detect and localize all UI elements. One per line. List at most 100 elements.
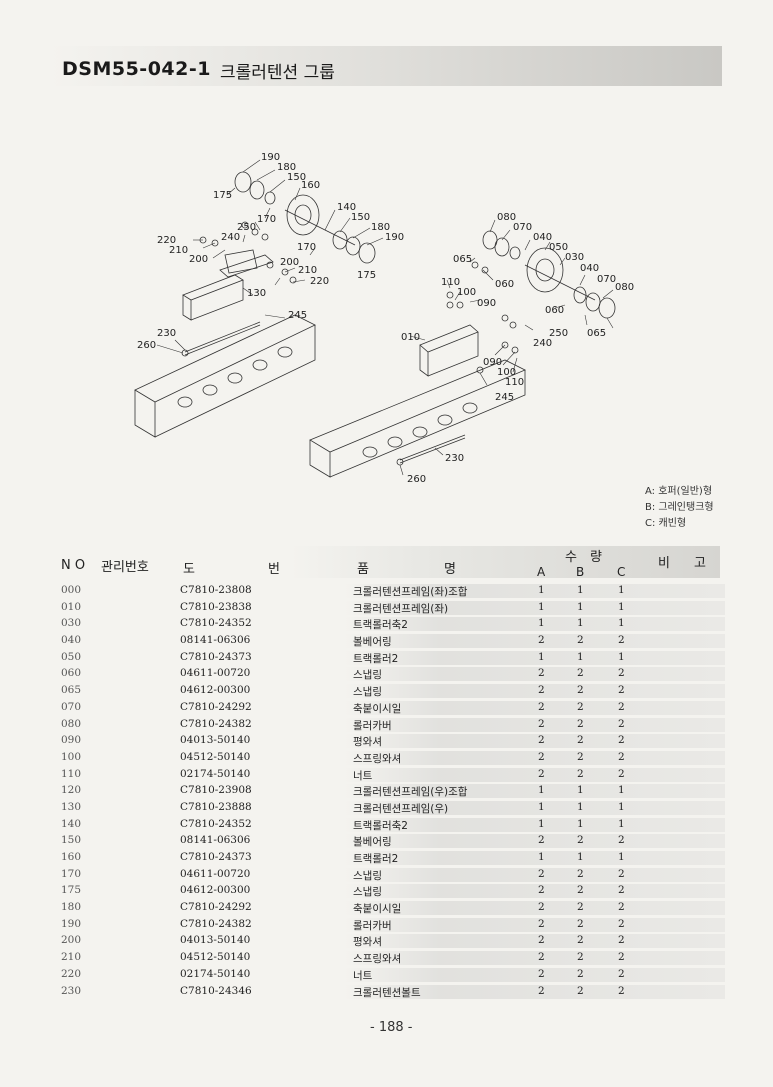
- document-code: DSM55-042-1: [62, 58, 211, 80]
- cell-part-name: 볼베어링: [353, 636, 392, 649]
- page-number: - 188 -: [370, 1020, 413, 1035]
- cell-part-number: 08141-06306: [180, 634, 251, 647]
- callout: 200: [280, 257, 299, 268]
- cell-qty-c: 2: [618, 934, 625, 947]
- callout: 065: [453, 254, 472, 265]
- cell-qty-c: 2: [618, 734, 625, 747]
- row-shading: [345, 984, 725, 999]
- callout: 210: [169, 245, 188, 256]
- callout: 040: [580, 263, 599, 274]
- cell-qty-b: 2: [577, 834, 584, 847]
- cell-qty-b: 1: [577, 600, 584, 613]
- legend-item-c: C: 캐빈형: [645, 518, 687, 529]
- cell-qty-c: 2: [618, 951, 625, 964]
- cell-qty-a: 2: [538, 867, 545, 880]
- cell-part-number: C7810-24373: [180, 650, 252, 663]
- cell-part-name: 트랙롤러2: [353, 652, 399, 665]
- row-shading: [345, 784, 725, 799]
- cell-qty-a: 2: [538, 634, 545, 647]
- cell-qty-b: 2: [577, 917, 584, 930]
- cell-qty-b: 2: [577, 750, 584, 763]
- row-shading: [345, 734, 725, 749]
- cell-part-number: C7810-23888: [180, 800, 252, 813]
- cell-qty-c: 2: [618, 834, 625, 847]
- cell-part-name: 크롤러텐션프레임(좌): [353, 602, 449, 615]
- cell-qty-b: 2: [577, 734, 584, 747]
- cell-part-number: 04612-00300: [180, 684, 251, 697]
- row-shading: [345, 717, 725, 732]
- cell-qty-c: 2: [618, 634, 625, 647]
- cell-qty-a: 1: [538, 851, 545, 863]
- cell-part-number: C7810-24352: [180, 617, 252, 630]
- cell-no: 110: [61, 767, 82, 780]
- callout: 130: [247, 288, 266, 299]
- cell-no: 000: [61, 584, 82, 596]
- cell-part-number: C7810-24382: [180, 917, 252, 930]
- cell-qty-c: 2: [618, 700, 625, 713]
- cell-part-name: 크롤러텐션프레임(좌)조합: [353, 586, 468, 598]
- callout: 240: [533, 338, 552, 349]
- row-shading: [345, 600, 725, 615]
- cell-qty-b: 2: [577, 634, 584, 647]
- cell-qty-c: 2: [618, 684, 625, 697]
- exploded-parts-diagram: 190 180 150 160 175 170 140 150 180 190 …: [134, 152, 634, 485]
- cell-qty-a: 1: [538, 650, 545, 663]
- cell-qty-a: 2: [538, 834, 545, 847]
- cell-part-name: 스프링와셔: [353, 953, 402, 966]
- cell-part-name: 평와셔: [353, 736, 382, 749]
- callout: 220: [310, 276, 329, 287]
- header-mgmt-number: 관리번호: [101, 560, 149, 575]
- cell-qty-c: 1: [618, 600, 625, 613]
- row-shading: [345, 951, 725, 966]
- cell-part-number: 04013-50140: [180, 934, 251, 947]
- right-frame-illustration: [309, 324, 526, 478]
- cell-part-name: 스냅링: [353, 886, 382, 899]
- cell-qty-c: 2: [618, 717, 625, 730]
- row-shading: [345, 817, 725, 832]
- callout: 240: [221, 232, 240, 243]
- row-shading: [345, 667, 725, 682]
- left-frame-illustration: [134, 254, 316, 438]
- cell-qty-a: 1: [538, 817, 545, 830]
- row-shading: [345, 750, 725, 765]
- cell-no: 030: [61, 617, 82, 630]
- cell-qty-b: 2: [577, 700, 584, 713]
- cell-part-number: C7810-24346: [180, 984, 252, 997]
- callout: 070: [597, 274, 616, 285]
- leader-lines: [156, 159, 614, 476]
- row-shading: [345, 800, 725, 815]
- cell-qty-b: 2: [577, 934, 584, 947]
- callout: 260: [137, 340, 156, 351]
- cell-qty-b: 2: [577, 951, 584, 964]
- cell-qty-c: 2: [618, 901, 625, 914]
- callout: 110: [505, 377, 524, 388]
- cell-qty-a: 2: [538, 884, 545, 897]
- callout: 230: [445, 453, 464, 464]
- header-band: [50, 46, 722, 86]
- cell-part-name: 롤러카버: [353, 919, 392, 932]
- cell-qty-b: 2: [577, 717, 584, 730]
- cell-part-number: 04013-50140: [180, 734, 251, 747]
- cell-qty-a: 2: [538, 717, 545, 730]
- row-shading: [345, 584, 725, 598]
- cell-part-name: 크롤러텐션프레임(우)조합: [353, 786, 468, 799]
- cell-qty-c: 1: [618, 800, 625, 813]
- cell-no: 120: [61, 784, 82, 797]
- cell-no: 080: [61, 717, 82, 730]
- cell-part-name: 스냅링: [353, 669, 382, 682]
- cell-part-number: C7810-23908: [180, 784, 252, 797]
- cell-part-name: 크롤러텐션프레임(우): [353, 802, 449, 815]
- callout: 175: [213, 190, 232, 201]
- callout: 100: [497, 367, 516, 378]
- row-shading: [345, 700, 725, 715]
- callout: 060: [495, 279, 514, 290]
